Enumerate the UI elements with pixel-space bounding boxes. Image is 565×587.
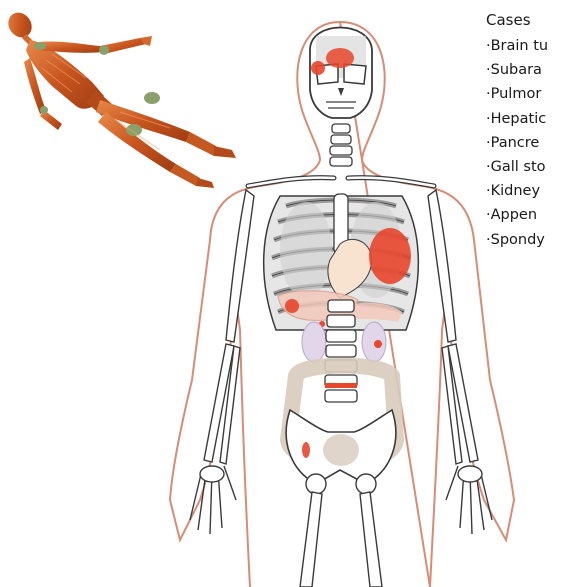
- case-item-subarachnoid: Subara: [486, 58, 565, 82]
- case-item-brain-tumor: Brain tu: [486, 34, 565, 58]
- hand-left: [190, 466, 236, 534]
- cases-title: Cases: [486, 10, 565, 30]
- case-item-pancreas: Pancre: [486, 131, 565, 155]
- brain-lesion: [311, 61, 325, 75]
- case-item-pulmonary: Pulmor: [486, 82, 565, 106]
- pulmonary-lesion: [369, 228, 411, 284]
- appendix-lesion: [302, 442, 310, 458]
- lung-left: [280, 202, 332, 298]
- cervical-spine: [330, 124, 352, 166]
- case-item-kidney: Kidney: [486, 179, 565, 203]
- cases-panel: Cases Brain tu Subara Pulmor Hepatic Pan…: [486, 10, 565, 252]
- hepatic-lesion: [285, 299, 299, 313]
- kidney-stone: [374, 340, 382, 348]
- femur-bones: [300, 492, 382, 587]
- brain-lesion: [326, 48, 354, 68]
- case-item-gall-stone: Gall sto: [486, 155, 565, 179]
- case-item-spondylosis: Spondy: [486, 228, 565, 252]
- case-item-appendicitis: Appen: [486, 203, 565, 227]
- spondylosis-marker: [325, 383, 357, 388]
- kidney-left: [302, 322, 326, 362]
- kidney-right: [362, 322, 386, 362]
- case-item-hepatic: Hepatic: [486, 107, 565, 131]
